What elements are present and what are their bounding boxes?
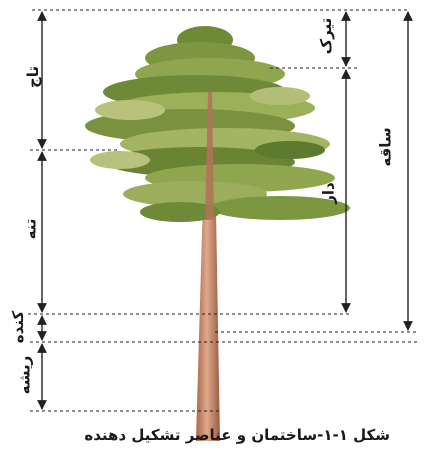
level-lines bbox=[28, 9, 420, 412]
crown-foliage bbox=[85, 26, 350, 222]
inner-trunk bbox=[205, 92, 214, 220]
tree-illustration bbox=[28, 9, 420, 441]
label-dar: دار bbox=[319, 182, 338, 204]
label-root: ریشه bbox=[15, 355, 34, 395]
label-crown: تاج bbox=[24, 65, 43, 89]
label-tir-bark: تیرک bbox=[317, 17, 336, 55]
label-stump: کنده bbox=[9, 310, 28, 344]
label-trunk: تنه bbox=[21, 218, 40, 240]
label-stem: ساقه bbox=[376, 127, 395, 167]
dimension-arrows bbox=[37, 11, 413, 410]
tree-diagram: تاج تنه کنده ریشه تیرک دار ساقه شکل ۱-۱-… bbox=[9, 9, 420, 444]
figure-caption: شکل ۱-۱-ساختمان و عناصر تشکیل دهنده bbox=[84, 426, 390, 444]
